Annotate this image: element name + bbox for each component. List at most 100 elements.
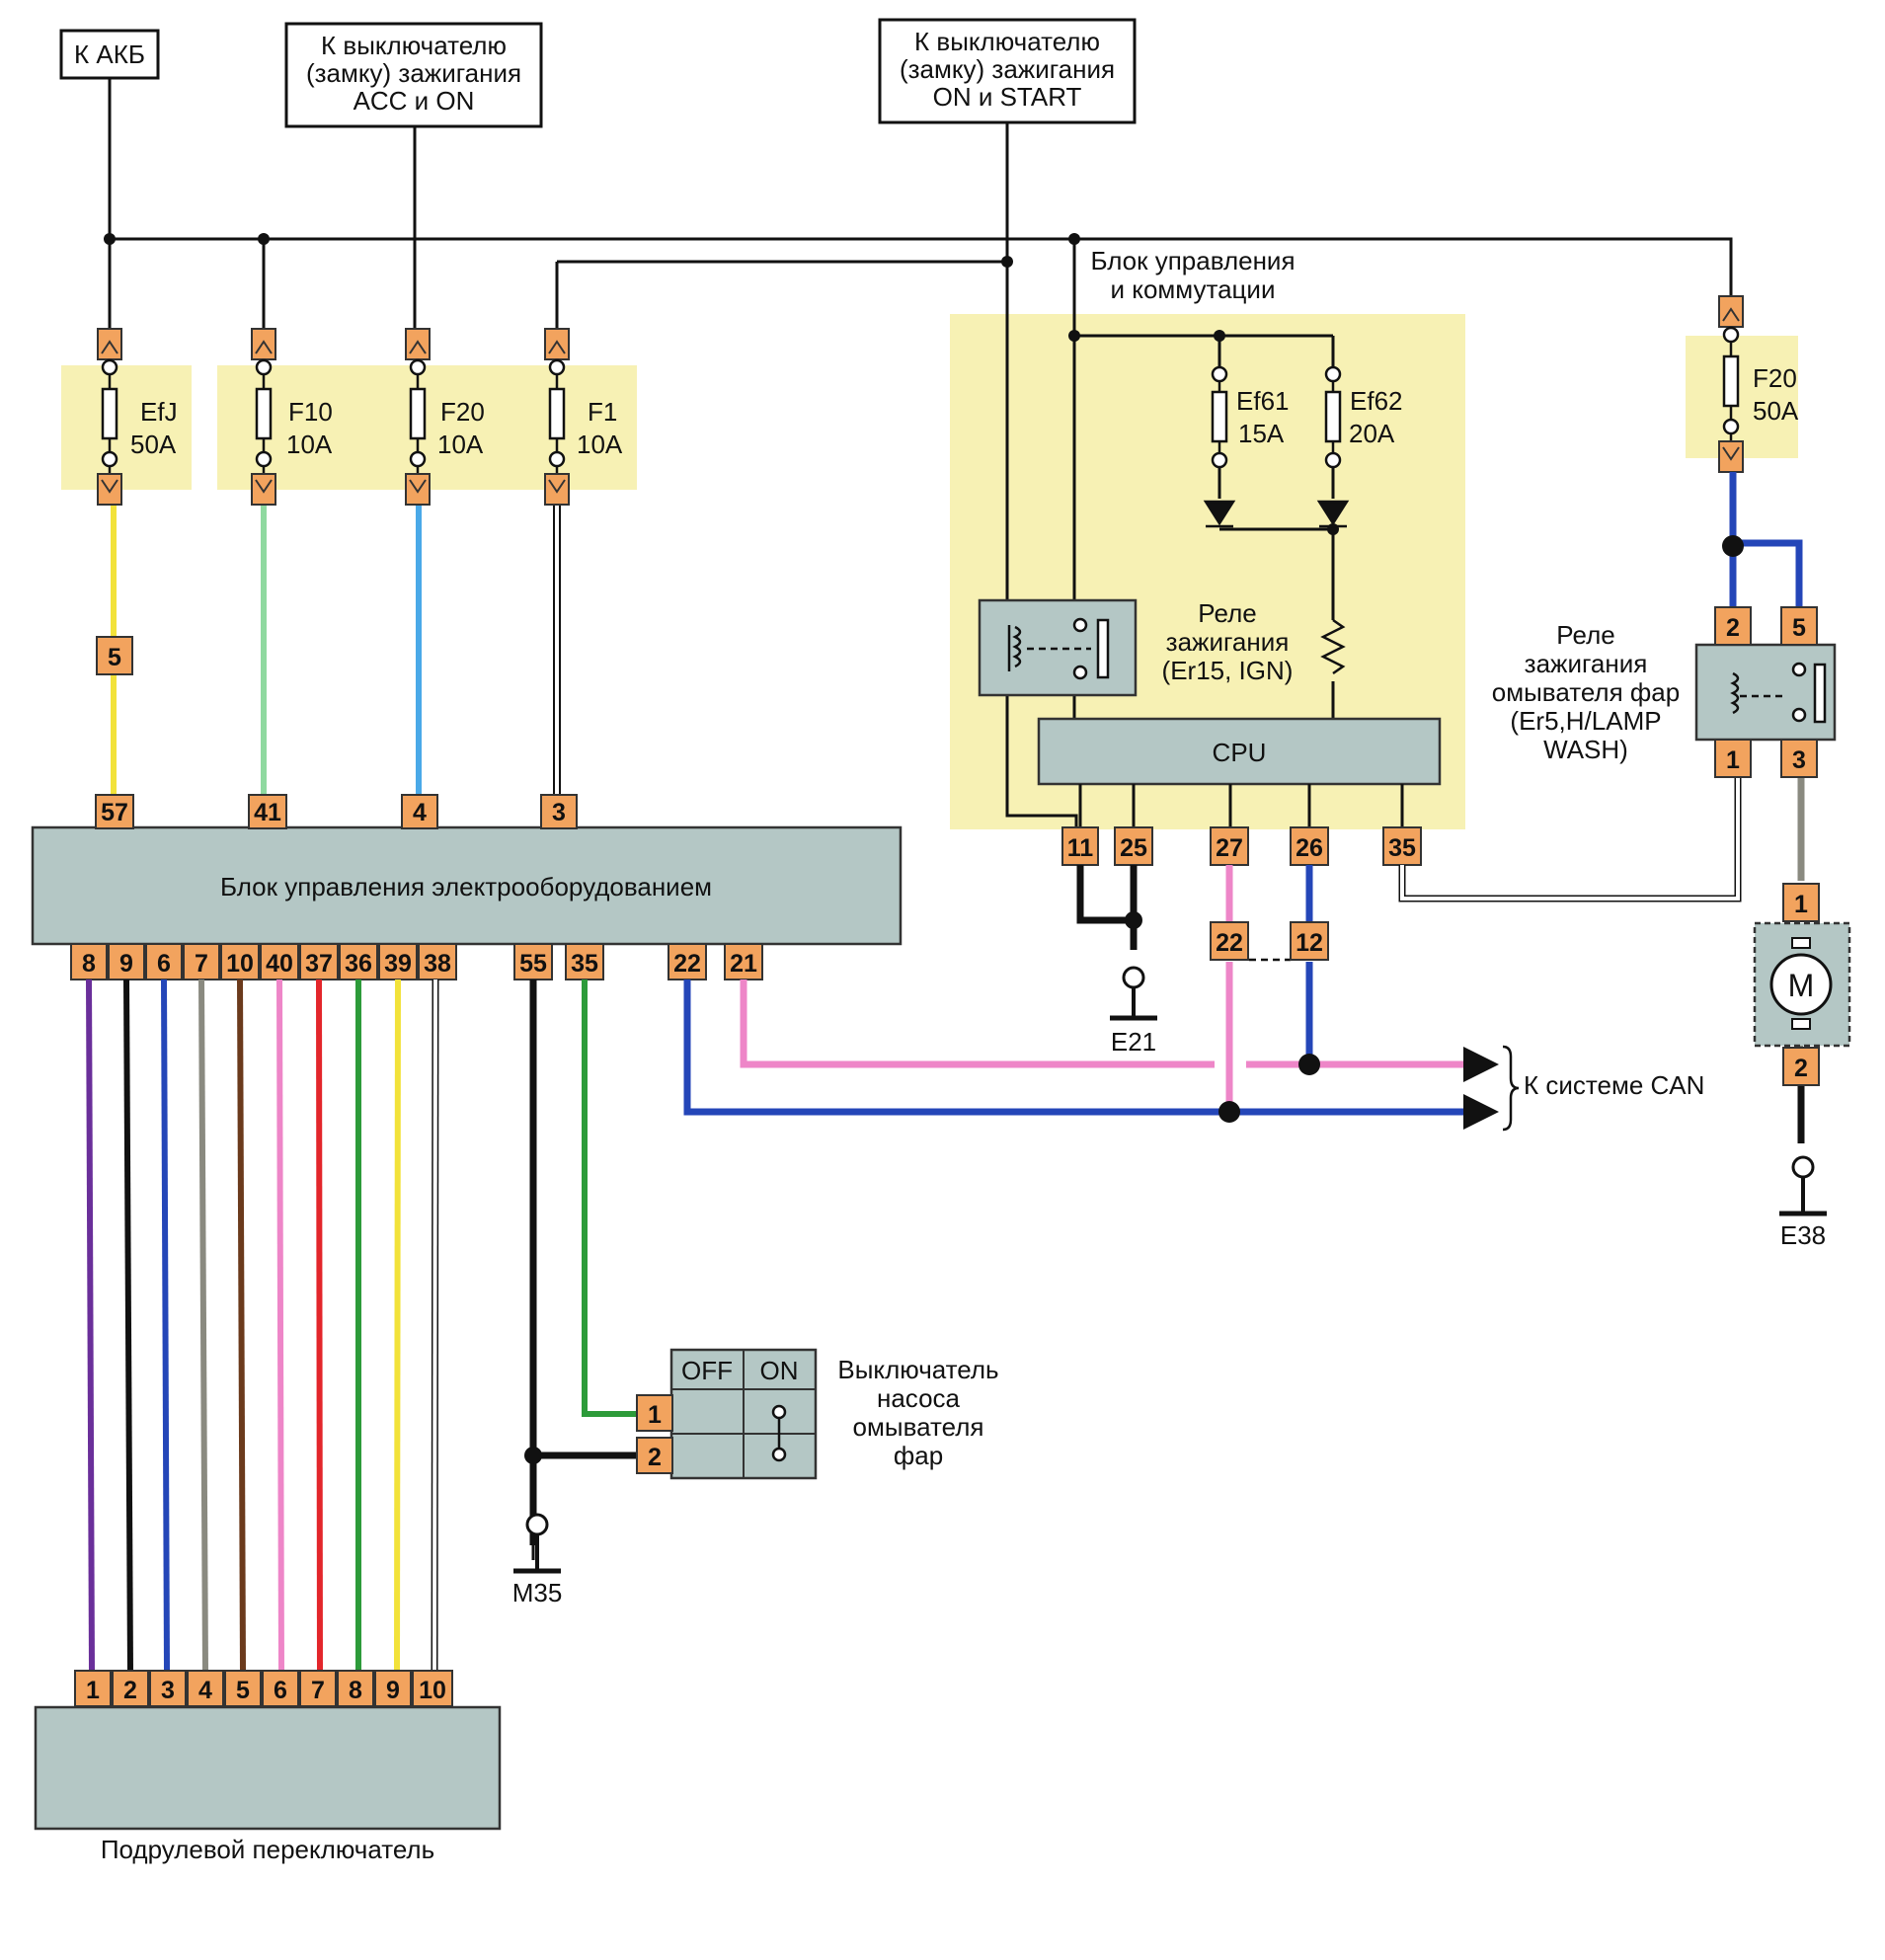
ign-acc-on-line-1: К выключателю — [321, 31, 507, 60]
can-arrows — [1463, 1047, 1499, 1130]
junction-dot-can-pink — [1298, 1054, 1320, 1075]
fuse-f20-rating: 10A — [437, 430, 484, 459]
column-pin-9: 9 — [386, 1677, 400, 1704]
fuse-efj: EfJ 50A — [96, 327, 178, 507]
ecu-bottom-pins-switch: 55 35 — [513, 943, 604, 980]
bcm-title-1: Блок управления — [1090, 246, 1295, 275]
fuse-f1-name: F1 — [588, 397, 617, 427]
relay-to-bcm-wire-core — [1400, 774, 1740, 901]
ecu-top-pin-41: 41 — [254, 799, 281, 826]
column-pin-5: 5 — [236, 1677, 250, 1704]
ecu-bottom-pin-39: 39 — [384, 950, 412, 978]
column-switch-pins: 1 2 3 4 5 6 7 8 9 10 — [74, 1670, 453, 1707]
ign-acc-on-line-2: (замку) зажигания — [306, 58, 521, 88]
washer-relay-label-4: (Er5,H/LAMP — [1510, 706, 1661, 736]
fuse-ef61-name: Ef61 — [1236, 386, 1290, 416]
column-pin-10: 10 — [419, 1677, 446, 1704]
fuse-ef62-rating: 20A — [1349, 419, 1395, 448]
washer-relay-pin-5: 5 — [1792, 614, 1806, 642]
ign-relay-label-2: зажигания — [1166, 627, 1290, 657]
bcm-pin-26: 26 — [1296, 834, 1323, 862]
can-label: К системе CAN — [1524, 1070, 1704, 1100]
junction-dot-e21 — [1125, 911, 1142, 929]
ecu-bottom-pin-36: 36 — [345, 950, 372, 978]
washer-switch-off: OFF — [681, 1356, 733, 1385]
can-pin-12: 12 — [1296, 929, 1323, 957]
fuse-f20-50a-name: F20 — [1753, 363, 1797, 393]
column-switch-bundle — [86, 979, 439, 1672]
diodes — [1203, 500, 1350, 528]
motor-pins: 1 2 — [1782, 883, 1820, 1086]
ecu-bottom-pin-40: 40 — [266, 950, 293, 978]
washer-switch-label-4: фар — [894, 1441, 943, 1470]
ecu-bottom-pin-21: 21 — [730, 950, 757, 978]
fuse-f20-50a: F20 50A — [1717, 294, 1799, 474]
washer-relay-label-1: Реле — [1556, 620, 1614, 650]
ign-relay-label-3: (Er15, IGN) — [1162, 656, 1294, 685]
fuse-f10-rating: 10A — [286, 430, 333, 459]
ign-on-start-box: К выключателю (замку) зажигания ON и STA… — [878, 18, 1137, 124]
ign-acc-on-box: К выключателю (замку) зажигания ACC и ON — [284, 22, 543, 128]
ecu-bottom-pin-8: 8 — [82, 950, 96, 978]
ecu-top-pin-4: 4 — [413, 799, 427, 826]
washer-relay-label-3: омывателя фар — [1492, 677, 1680, 707]
ecu-bottom-pin-7: 7 — [195, 950, 208, 978]
akb-box: К АКБ — [59, 29, 160, 80]
ecu-top-pin-3: 3 — [552, 799, 566, 826]
junction-dot-m35 — [524, 1447, 542, 1464]
ground-m35: M35 — [512, 1513, 562, 1607]
column-switch-box — [34, 1705, 502, 1831]
ign-relay-label-1: Реле — [1198, 598, 1256, 628]
ecu-bottom-pin-55: 55 — [519, 950, 547, 978]
ecu-bottom-pin-38: 38 — [424, 950, 451, 978]
washer-motor: M — [1753, 921, 1851, 1048]
fuse-ef62: Ef62 20A — [1324, 365, 1403, 469]
fuse-f10: F10 10A — [250, 327, 333, 507]
ecu-bottom-pins-can: 22 21 — [668, 943, 763, 980]
ign-on-start-line-2: (замку) зажигания — [900, 54, 1115, 84]
fuse-f20-50a-rating: 50A — [1753, 396, 1799, 426]
washer-relay-label: Реле зажигания омывателя фар (Er5,H/LAMP… — [1492, 620, 1680, 764]
ecu-block — [31, 825, 903, 946]
fuse-ef61-rating: 15A — [1238, 419, 1285, 448]
fuse-efj-rating: 50A — [130, 430, 177, 459]
supply-wiring — [108, 78, 1733, 827]
ground-e21-label: E21 — [1111, 1027, 1156, 1057]
bcm-title-2: и коммутации — [1111, 274, 1276, 304]
column-pin-7: 7 — [311, 1677, 325, 1704]
fuse-f1: F1 10A — [543, 327, 623, 507]
fuse-f1-rating: 10A — [577, 430, 623, 459]
washer-switch-label-1: Выключатель — [837, 1355, 998, 1384]
column-pin-3: 3 — [161, 1677, 175, 1704]
cpu-box — [1037, 717, 1442, 786]
motor-pin-1: 1 — [1794, 891, 1808, 918]
ign-on-start-line-3: ON и START — [933, 82, 1082, 112]
washer-switch: OFF ON 1 2 — [636, 1348, 818, 1480]
ecu-bottom-pins-bundle: 8 9 6 7 10 40 37 36 39 38 — [70, 943, 457, 980]
fuse-to-ecu-wires — [111, 506, 561, 798]
washer-switch-label: Выключатель насоса омывателя фар — [837, 1355, 998, 1470]
ecu-bottom-pin-22: 22 — [673, 950, 701, 978]
bcm-bottom-pins: 11 25 27 26 35 — [1061, 826, 1422, 866]
washer-relay-pin-1: 1 — [1726, 746, 1740, 774]
can-wiring — [683, 865, 1467, 1116]
bcm-pin-35: 35 — [1388, 834, 1416, 862]
fuse-efj-name: EfJ — [140, 397, 178, 427]
washer-switch-pin-2: 2 — [648, 1444, 662, 1471]
can-brace — [1502, 1045, 1520, 1132]
fuse-f20-name: F20 — [440, 397, 485, 427]
ecu-top-pins: 57 41 4 3 — [95, 794, 578, 829]
junction-dot-washer — [1722, 535, 1744, 557]
washer-relay — [1694, 643, 1837, 742]
ecu-bottom-pin-35: 35 — [571, 950, 598, 978]
column-pin-2: 2 — [123, 1677, 137, 1704]
fuse-ef61: Ef61 15A — [1211, 365, 1290, 469]
washer-switch-label-3: омывателя — [853, 1412, 984, 1442]
washer-switch-pin-1: 1 — [648, 1401, 662, 1429]
column-pin-1: 1 — [86, 1677, 100, 1704]
column-pin-4: 4 — [198, 1677, 212, 1704]
ecu-bottom-pin-37: 37 — [305, 950, 333, 978]
column-pin-8: 8 — [349, 1677, 362, 1704]
bcm-pin-27: 27 — [1216, 834, 1243, 862]
